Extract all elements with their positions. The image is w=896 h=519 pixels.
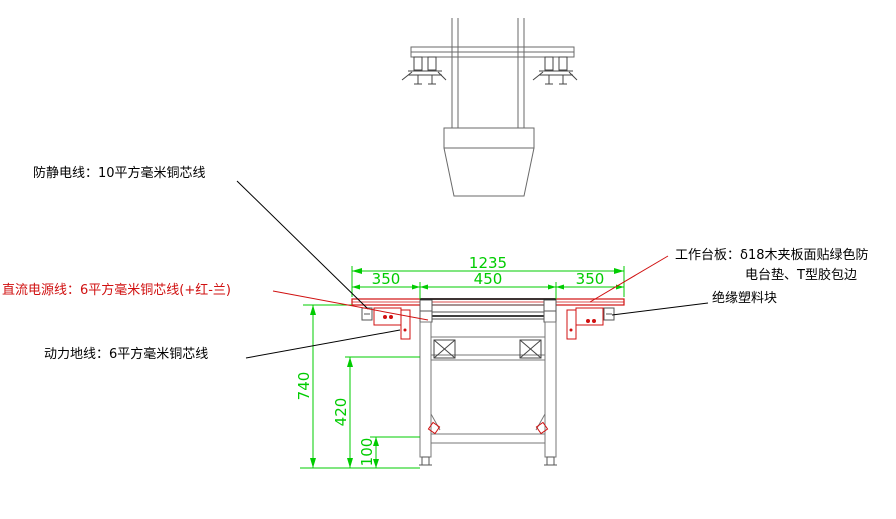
right-brackets: [566, 307, 615, 340]
dim-height-mid: 420: [332, 398, 350, 427]
label-dc-power-wire: 直流电源线：6平方毫米铜芯线(+红-兰): [2, 282, 231, 298]
worktop: [351, 298, 625, 306]
dimension-values: 1235 350 450 350 740 420 100: [295, 254, 604, 466]
label-ground-wire: 动力地线：6平方毫米铜芯线: [44, 346, 208, 362]
dim-height-low: 100: [358, 438, 376, 467]
dim-total-width: 1235: [469, 254, 507, 272]
dim-left-width: 350: [372, 270, 401, 288]
label-insulator: 绝缘塑料块: [712, 290, 777, 306]
feet: [419, 456, 557, 466]
cross-brace-fittings: [427, 421, 549, 435]
right-lamp-holder: [532, 56, 578, 85]
label-esd-wire: 防静电线：10平方毫米铜芯线: [33, 165, 206, 181]
frame-structure: [419, 321, 557, 458]
dim-middle-width: 450: [474, 270, 503, 288]
dim-height-total: 740: [295, 372, 313, 401]
left-lamp-holder: [401, 56, 447, 85]
leader-lines: [236, 180, 709, 359]
label-worktop-line2: 电台垫、T型胶包边: [745, 267, 857, 283]
label-worktop-line1: 工作台板：δ18木夹板面贴绿色防: [675, 247, 869, 263]
upper-fixture: [410, 18, 575, 197]
dimension-lines: [300, 266, 625, 469]
conveyor-section: [419, 299, 557, 323]
dim-right-width: 350: [576, 270, 605, 288]
frame-boxes: [433, 339, 542, 359]
annotation-labels: 防静电线：10平方毫米铜芯线 直流电源线：6平方毫米铜芯线(+红-兰) 动力地线…: [2, 165, 869, 362]
